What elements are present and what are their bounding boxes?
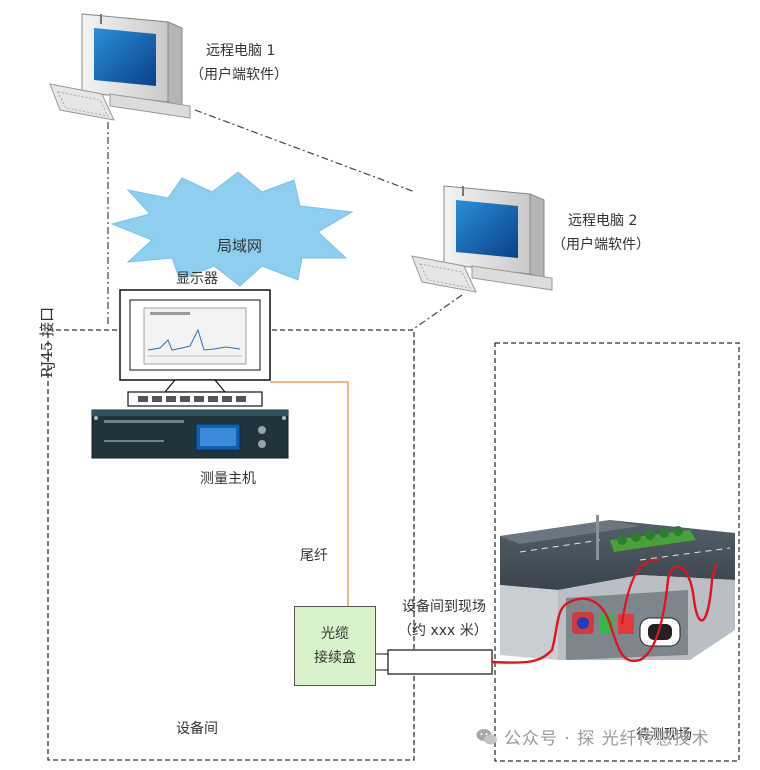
splice-box-line2: 接续盒 bbox=[314, 650, 356, 666]
equipment-room-label: 设备间 bbox=[176, 721, 218, 737]
site-label: 待测现场 bbox=[636, 727, 692, 743]
wechat-icon bbox=[476, 728, 497, 744]
sensing-fiber-branch bbox=[620, 558, 661, 625]
remote-pc-2-icon bbox=[411, 185, 553, 293]
splice-box-line1: 光缆 bbox=[321, 626, 349, 642]
lan-cloud-shape bbox=[110, 171, 354, 287]
splice-box: 光缆 接续盒 bbox=[294, 606, 376, 686]
host-label: 测量主机 bbox=[200, 471, 256, 487]
measurement-host-icon bbox=[91, 409, 289, 459]
pigtail-fiber bbox=[270, 381, 349, 606]
monitor-label: 显示器 bbox=[176, 271, 218, 287]
remote-pc-1-icon bbox=[49, 13, 191, 121]
pigtail-label: 尾纤 bbox=[300, 548, 328, 564]
link-conduit bbox=[387, 649, 493, 675]
watermark-text: 公众号 · 探 光纤传感技术 bbox=[504, 729, 710, 749]
network-links bbox=[107, 109, 463, 331]
lan-label: 局域网 bbox=[217, 237, 263, 255]
site-region bbox=[494, 342, 740, 762]
remote-pc-1-subtitle: （用户端软件） bbox=[190, 67, 288, 83]
rj45-label: RJ45 接口 bbox=[38, 306, 56, 378]
link-label-line2: （约 xxx 米） bbox=[398, 623, 488, 639]
remote-pc-1-title: 远程电脑 1 bbox=[206, 43, 276, 59]
sensing-fiber bbox=[491, 563, 718, 664]
link-label-line1: 设备间到现场 bbox=[402, 599, 486, 615]
remote-pc-2-title: 远程电脑 2 bbox=[568, 213, 638, 229]
watermark: 公众号 · 探 光纤传感技术 bbox=[476, 724, 710, 749]
equipment-room-region bbox=[47, 329, 415, 761]
monitor-icon bbox=[119, 289, 271, 407]
remote-pc-2-subtitle: （用户端软件） bbox=[552, 237, 650, 253]
site-road-illustration bbox=[500, 515, 735, 660]
